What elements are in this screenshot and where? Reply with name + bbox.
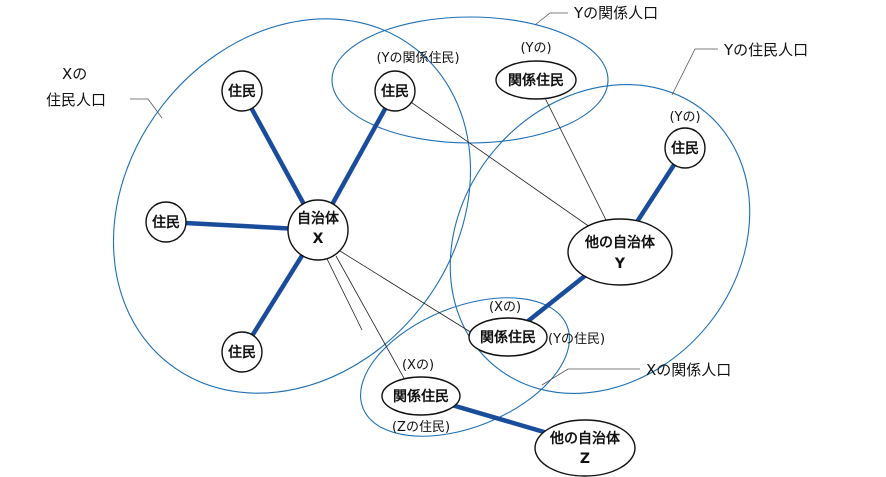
y-relational-resident-in-x-note: (Yの関係住民)	[376, 51, 459, 66]
x-relational-resident-in-z-node	[381, 376, 461, 416]
y-relational-resident-in-x-label: 住民	[381, 83, 409, 100]
x-relational-population-callout: Xの関係人口	[646, 361, 731, 379]
x-resident-bottom-label: 住民	[228, 344, 256, 361]
municipality-y-label-line2: Y	[614, 256, 626, 272]
municipality-x-node	[287, 199, 349, 261]
x-resident-population-callout-line1: Xの	[62, 65, 87, 83]
municipality-z-label-line1: 他の自治体	[549, 430, 621, 447]
municipality-x-label-line2: X	[313, 231, 324, 247]
x-relational-resident-in-y-label: 関係住民	[480, 329, 536, 346]
y-resident-population-group	[449, 84, 751, 394]
link-x-to-relational-resident-in-z	[335, 255, 411, 390]
municipality-y-node	[567, 218, 673, 286]
x-resident-population-leader	[130, 98, 163, 119]
municipality-z-node	[534, 419, 636, 477]
y-relational-resident-note: (Yの)	[520, 41, 551, 56]
x-relational-resident-in-z-note-top: (Xの)	[402, 358, 434, 373]
municipality-x-label-line1: 自治体	[297, 210, 340, 227]
x-resident-left-label: 住民	[152, 214, 180, 231]
y-resident-note: (Yの)	[669, 110, 700, 125]
x-resident-top-node	[221, 70, 263, 112]
x-relational-resident-in-z-note-bottom: (Zの住民)	[392, 420, 450, 435]
municipality-z-label-line2: Z	[580, 451, 590, 467]
x-relational-resident-in-y-note-right: (Yの住民)	[548, 332, 605, 347]
y-relational-resident-label: 関係住民	[508, 72, 564, 89]
y-resident-label: 住民	[671, 140, 699, 157]
y-relational-resident-in-x-node	[374, 70, 416, 112]
x-resident-top-label: 住民	[228, 83, 256, 100]
x-relational-resident-in-y-note-top: (Xの)	[489, 300, 521, 315]
x-relational-population-group	[360, 297, 570, 437]
x-relational-population-leader	[541, 368, 640, 386]
x-resident-left-node	[145, 201, 187, 243]
y-relational-population-callout: Yの関係人口	[573, 4, 658, 22]
y-relational-population-leader	[534, 12, 568, 26]
link-x-to-relational-resident-in-y	[339, 250, 473, 334]
x-resident-bottom-node	[221, 331, 263, 373]
link-y-relational-resident-in-x-to-y	[394, 90, 621, 249]
x-relational-resident-in-z-label: 関係住民	[393, 388, 449, 405]
municipality-y-label-line1: 他の自治体	[584, 234, 656, 251]
y-relational-resident-node	[495, 60, 577, 100]
y-resident-population-callout: Yの住民人口	[723, 41, 808, 59]
y-resident-population-leader	[671, 48, 718, 96]
y-resident-node	[664, 127, 706, 169]
x-resident-population-callout-line2: 住民人口	[46, 91, 106, 109]
x-relational-resident-in-y-node	[468, 317, 548, 357]
x-resident-population-group	[112, 18, 472, 394]
